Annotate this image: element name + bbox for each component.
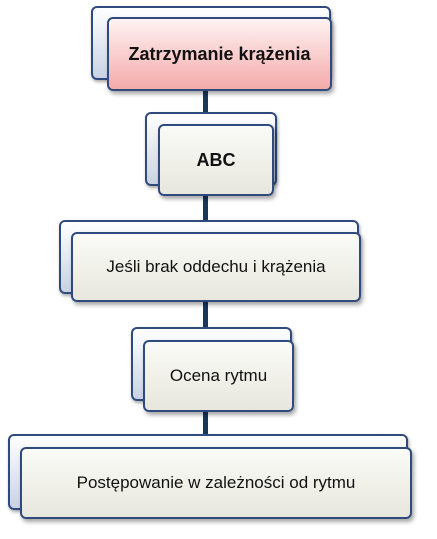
step-3-box: Jeśli brak oddechu i krążenia	[71, 232, 361, 302]
step-3-label: Jeśli brak oddechu i krążenia	[106, 257, 326, 276]
step-5-label: Postępowanie w zależności od rytmu	[76, 473, 356, 492]
step-4-box: Ocena rytmu	[143, 340, 294, 412]
step-2-label: ABC	[196, 149, 236, 170]
step-2-box: ABC	[158, 124, 274, 196]
step-4-label: Ocena rytmu	[169, 366, 268, 385]
step-1-label: Zatrzymanie krążenia	[128, 43, 311, 64]
step-5-box: Postępowanie w zależności od rytmu	[20, 447, 412, 519]
step-1-box: Zatrzymanie krążenia	[107, 17, 332, 91]
